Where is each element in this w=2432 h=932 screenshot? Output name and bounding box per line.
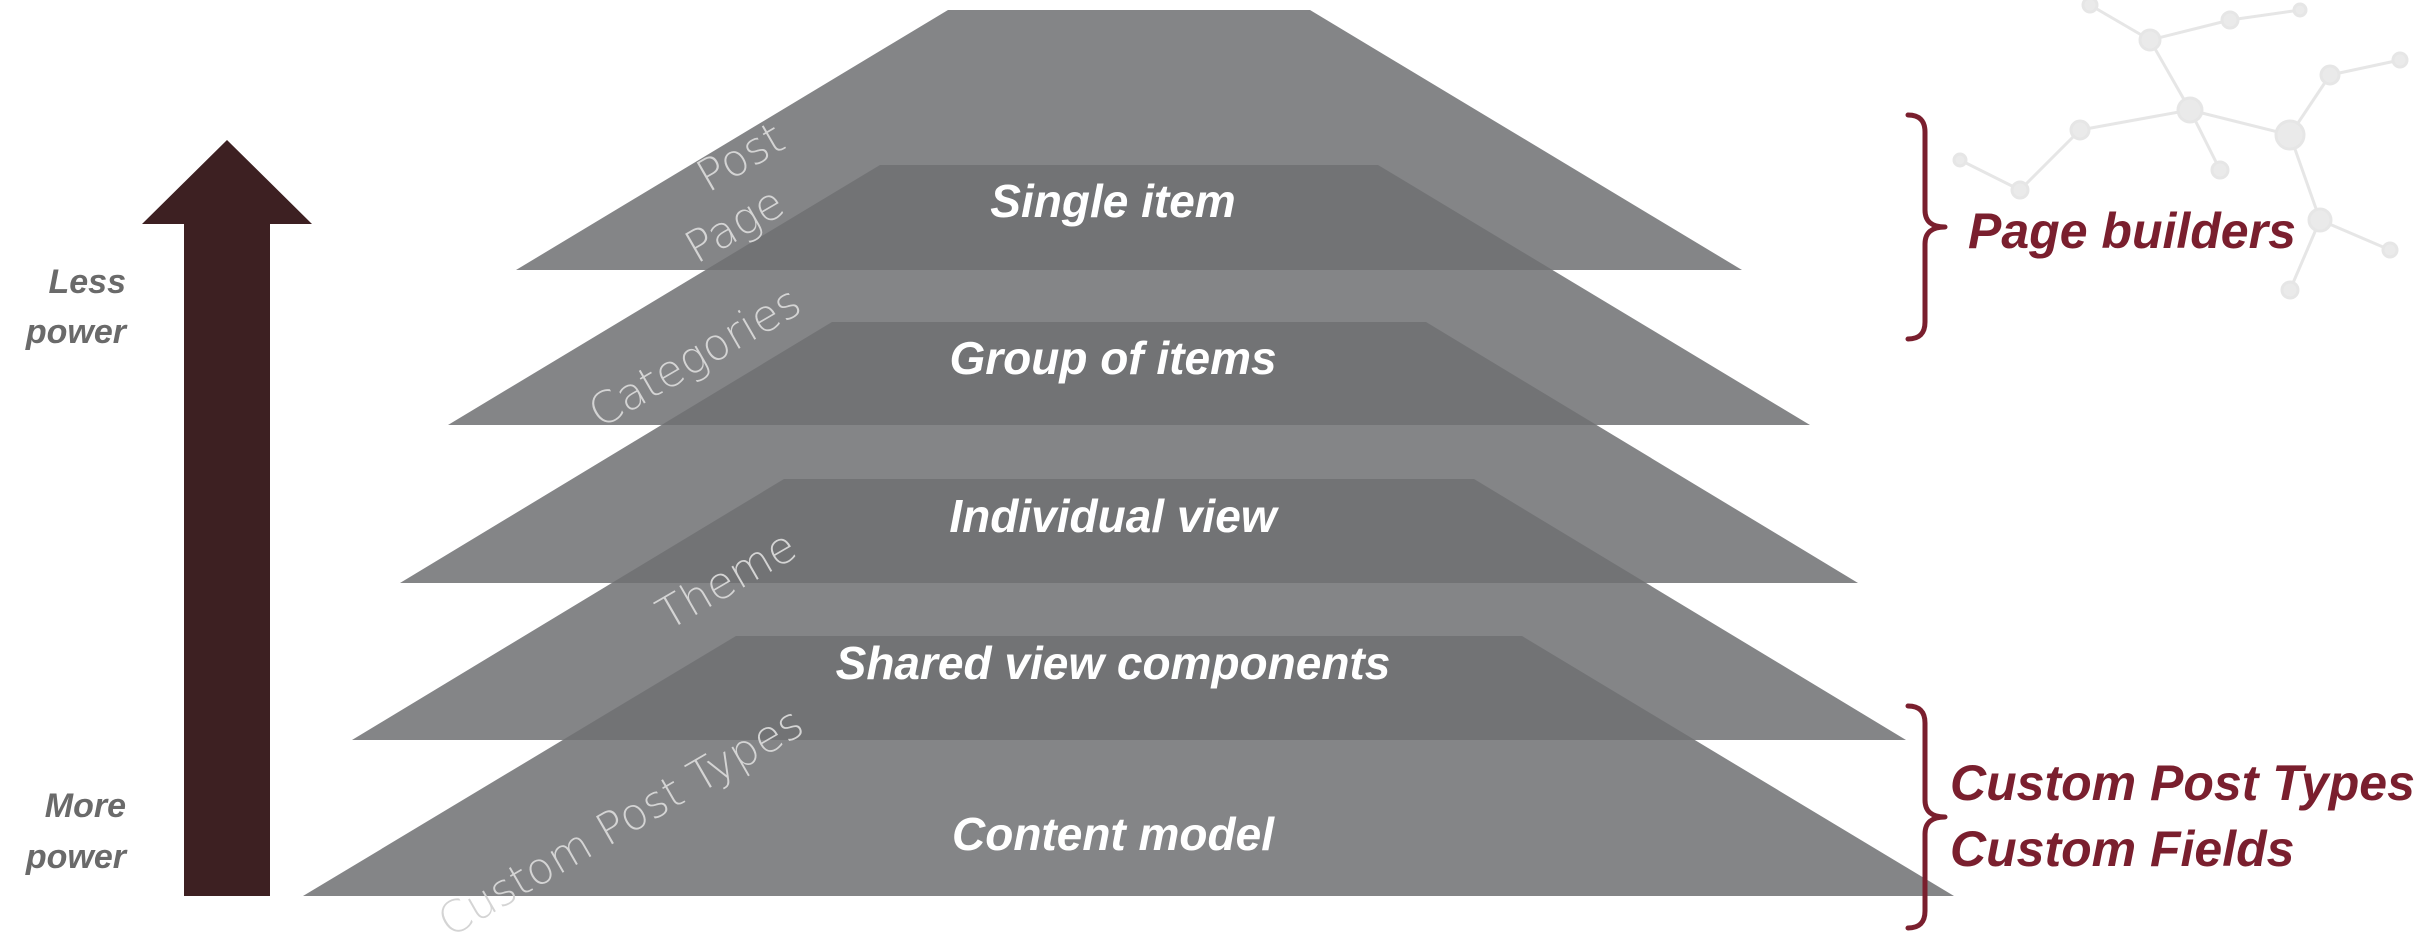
arrow-top-label-line2: power [25,313,128,351]
arrow-bottom-label-line1: More [45,787,126,825]
page-builders-bracket-icon [1905,112,1948,342]
layer-label-group-of-items: Group of items [949,332,1276,384]
layer-label-content-model: Content model [952,808,1275,860]
layer-label-individual-view: Individual view [949,490,1279,542]
layer-label-single-item: Single item [990,175,1235,227]
custom-post-types-label: Custom Post Types [1950,755,2415,811]
arrow-top-label-line1: Less [49,263,127,301]
molecule-decoration-icon [1952,0,2409,300]
layer-label-shared-view-components: Shared view components [836,637,1391,689]
layer-shape-5 [303,636,1954,896]
power-arrow-icon [142,140,312,896]
custom-types-bracket-icon [1905,703,1948,931]
layer-stack [303,10,1954,896]
custom-fields-label: Custom Fields [1950,821,2294,877]
page-builders-label: Page builders [1968,203,2296,259]
arrow-bottom-label-line2: power [25,838,128,876]
